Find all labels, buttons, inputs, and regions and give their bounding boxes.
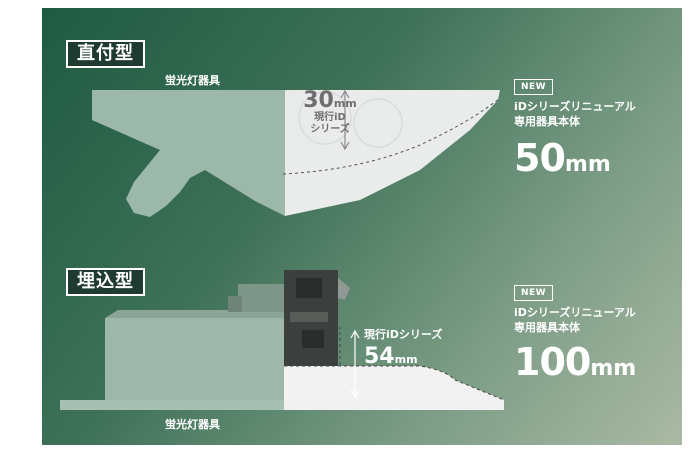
top-current-dimension: 30mm 現行iD シリーズ: [303, 88, 357, 136]
bottom-ceiling-plate: [60, 400, 284, 410]
bottom-new-description: iDシリーズリニューアル 専用器具本体: [514, 306, 636, 334]
bottom-new-badge: NEW: [514, 285, 554, 301]
bottom-fixture-label: 蛍光灯器具: [165, 418, 220, 431]
bottom-new-body: [284, 366, 504, 400]
top-new-badge: NEW: [514, 79, 554, 95]
bottom-current-dimension: 現行iDシリーズ 54mm: [364, 328, 443, 369]
bottom-fluorescent-fixture: [105, 318, 284, 400]
top-fluorescent-fixture: [92, 90, 285, 217]
bottom-current-outline: [284, 327, 341, 366]
top-new-body: [283, 90, 500, 216]
top-new-description: iDシリーズリニューアル 専用器具本体: [514, 100, 636, 128]
top-new-dimension: 50mm: [514, 136, 611, 180]
bottom-new-dimension: 100mm: [514, 340, 637, 384]
top-current-outline: [282, 97, 501, 175]
recessed-tag: 埋込型: [66, 268, 145, 296]
surface-mounted-tag: 直付型: [66, 40, 145, 68]
top-fixture-label: 蛍光灯器具: [165, 74, 220, 87]
